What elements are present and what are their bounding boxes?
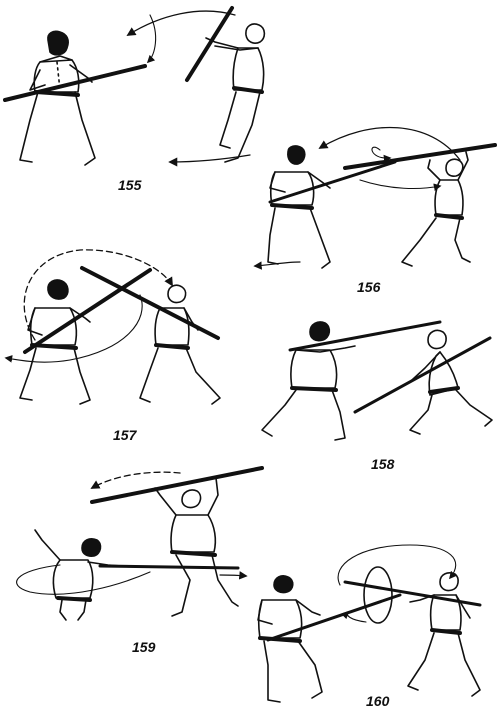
panel-155: 155	[3, 6, 266, 193]
motion-arrow	[16, 564, 151, 595]
motion-arrow	[168, 154, 251, 167]
fighter-figure	[154, 477, 239, 617]
staff	[343, 143, 497, 170]
motion-arrow	[23, 249, 173, 341]
staff	[90, 466, 264, 504]
motion-arrow	[126, 10, 236, 36]
motion-arrow	[318, 126, 461, 161]
figure-number: 159	[132, 639, 156, 655]
panel-156: 156	[253, 126, 497, 295]
panel-157: 157	[4, 249, 221, 443]
fighter-figure	[267, 145, 331, 269]
figure-number: 160	[366, 693, 390, 709]
staff	[185, 6, 234, 82]
fighter-figure	[19, 279, 91, 405]
fighter-figure	[261, 321, 356, 441]
motion-arrow	[90, 471, 181, 489]
staff	[353, 336, 492, 414]
motion-arrow	[371, 146, 392, 163]
fighter-figure	[409, 329, 493, 435]
fighter-figure	[407, 572, 481, 697]
staff	[3, 64, 147, 102]
fighter-figure	[257, 575, 323, 703]
fighter-figure	[401, 151, 471, 267]
staff	[23, 268, 152, 354]
fighter-figure	[19, 30, 96, 166]
panel-158: 158	[261, 320, 493, 472]
motion-arrow	[337, 544, 457, 586]
figure-number: 156	[357, 279, 381, 295]
staff	[343, 580, 482, 607]
spin-circle	[363, 566, 393, 624]
panel-160: 160	[257, 544, 482, 709]
motion-arrow	[359, 179, 442, 191]
staff	[268, 160, 397, 204]
motion-arrow	[219, 571, 248, 580]
panel-159: 159	[16, 466, 264, 655]
figure-number: 157	[113, 427, 138, 443]
staff	[266, 593, 402, 642]
fighter-figure	[137, 284, 221, 405]
figure-number: 155	[118, 177, 142, 193]
fighter-figure	[34, 529, 123, 621]
motion-arrow	[146, 14, 157, 64]
figure-number: 158	[371, 456, 395, 472]
fighter-figure	[205, 23, 266, 163]
staff	[288, 320, 442, 352]
